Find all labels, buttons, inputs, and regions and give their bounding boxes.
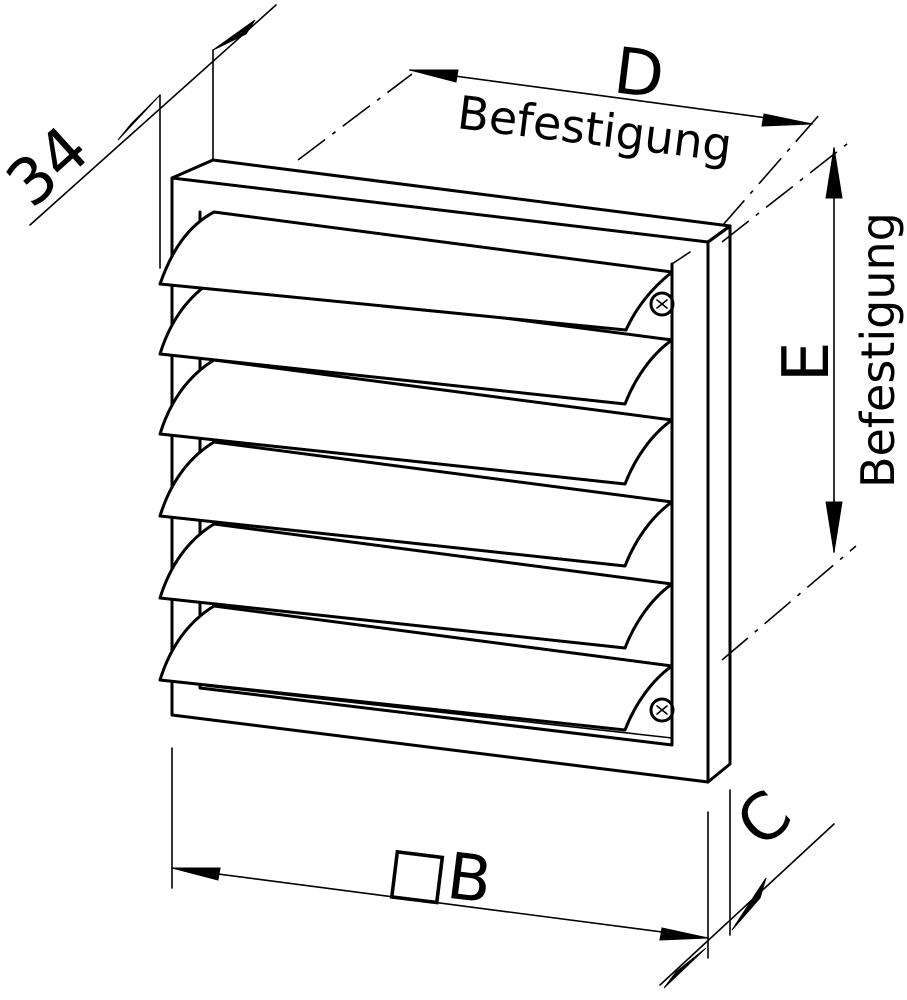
screw-bottom-icon xyxy=(649,697,675,723)
slat-5 xyxy=(158,522,674,650)
slat-4 xyxy=(158,440,674,568)
dimension-e-note: Befestigung xyxy=(851,212,905,488)
dimension-d-letter: D xyxy=(610,34,668,113)
outer-frame xyxy=(170,158,732,784)
dimension-c-label: C xyxy=(723,777,806,862)
dimension-d-befestigung: D Befestigung xyxy=(297,34,821,227)
dimension-b-square: □B xyxy=(171,747,709,959)
slat-3 xyxy=(158,358,674,486)
dimension-e-befestigung: E Befestigung xyxy=(721,139,905,661)
screw-top-icon xyxy=(649,291,675,317)
dimension-depth-label: 34 xyxy=(0,112,103,221)
dimension-b-label: □B xyxy=(383,832,496,918)
slat-6 xyxy=(158,604,674,732)
louvre-slats xyxy=(158,210,674,732)
slat-1 xyxy=(158,210,674,332)
dimension-c: C xyxy=(659,777,835,989)
dimension-e-letter: E xyxy=(770,342,844,382)
dimension-d-note: Befestigung xyxy=(455,85,735,172)
